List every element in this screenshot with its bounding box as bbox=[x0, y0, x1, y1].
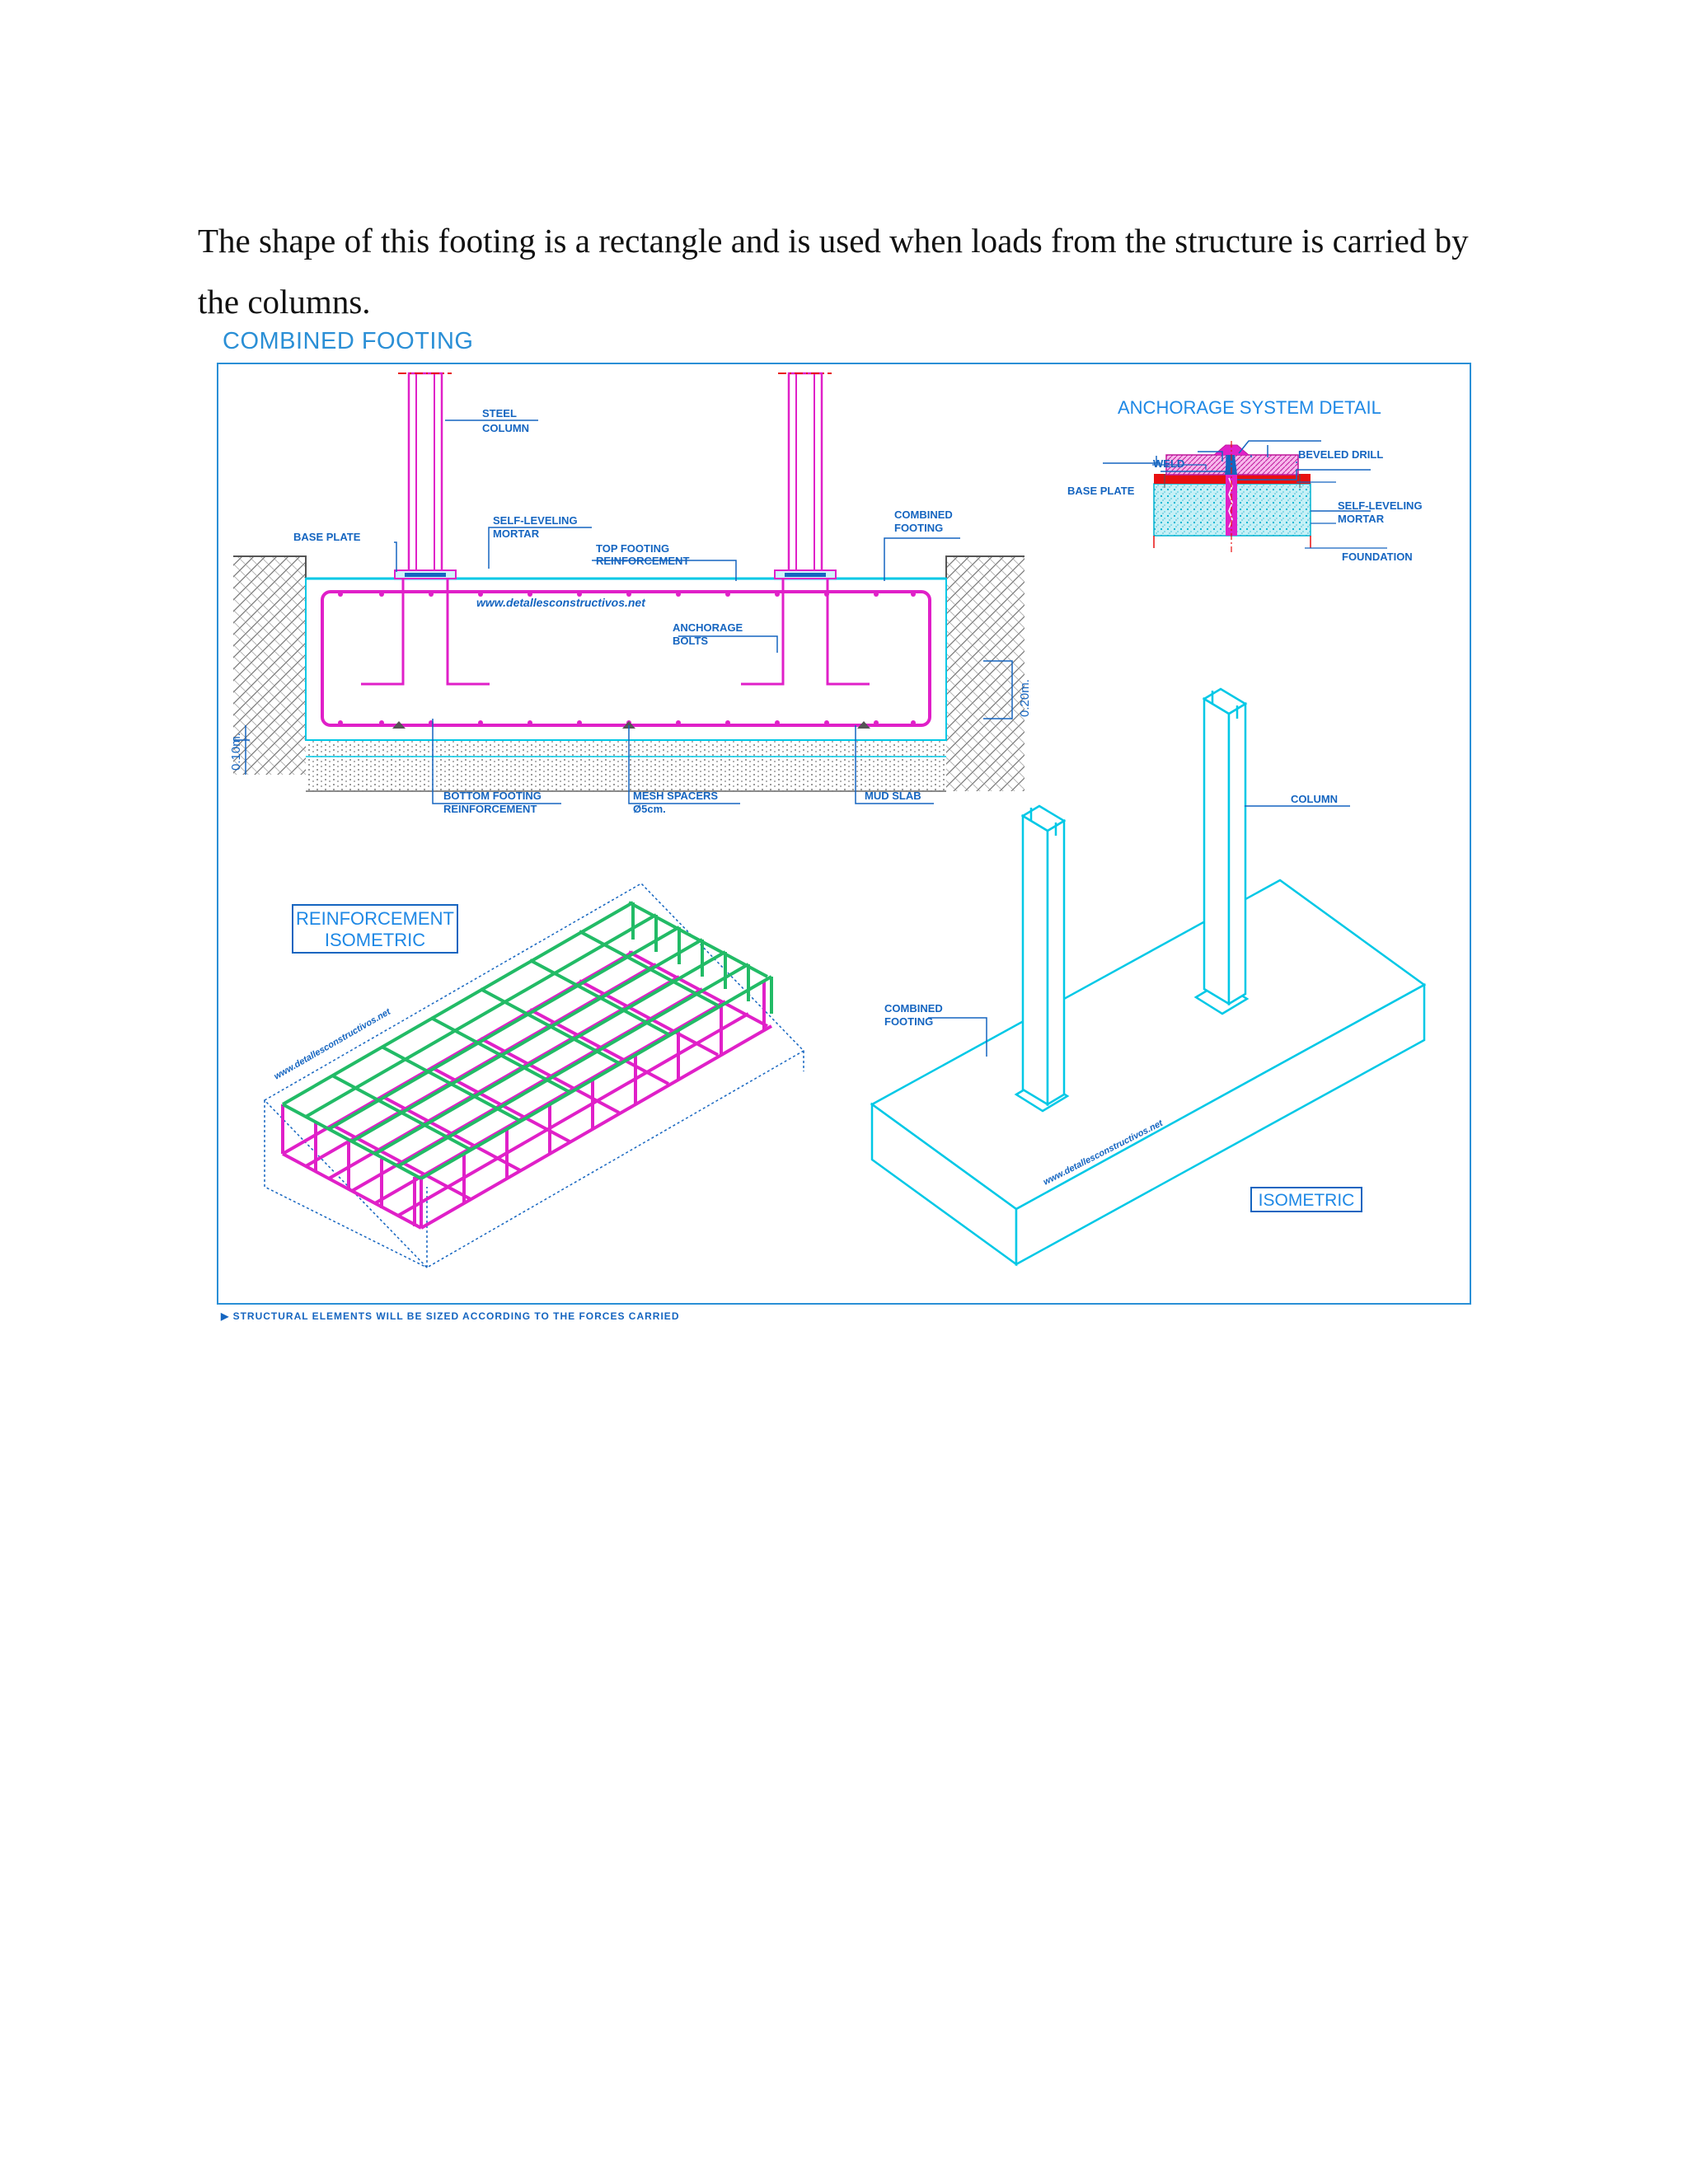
label-steel-column-2: COLUMN bbox=[482, 422, 529, 434]
label-bottom-reinf-1: BOTTOM FOOTING bbox=[443, 790, 542, 802]
anchorage-weld: WELD bbox=[1153, 457, 1184, 470]
frame-border bbox=[217, 363, 1471, 1305]
iso-column-label: COLUMN bbox=[1291, 793, 1338, 805]
label-top-reinf-1: TOP FOOTING bbox=[596, 542, 669, 555]
reinf-iso-title-1: REINFORCEMENT bbox=[296, 908, 454, 929]
label-combined-footing-1: COMBINED bbox=[894, 509, 953, 521]
label-anchorage-bolts-2: BOLTS bbox=[673, 635, 708, 647]
anchorage-beveled-drill: BEVELED DRILL bbox=[1298, 448, 1383, 461]
figure-frame: STEEL COLUMN BASE PLATE SELF-LEVELING MO… bbox=[217, 363, 1471, 1305]
label-mesh-spacers-2: Ø5cm. bbox=[633, 803, 666, 815]
iso-combined-footing-1: COMBINED bbox=[884, 1002, 943, 1015]
triangle-icon: ▶ bbox=[221, 1310, 230, 1322]
footing-isometric bbox=[870, 687, 1427, 1267]
reinf-iso-title-2: ISOMETRIC bbox=[325, 930, 425, 950]
iso-title: ISOMETRIC bbox=[1259, 1191, 1355, 1210]
label-top-reinf-2: REINFORCEMENT bbox=[596, 555, 689, 567]
anchorage-base-plate: BASE PLATE bbox=[1067, 485, 1135, 497]
dim-020: 0.20m. bbox=[1018, 679, 1032, 717]
footer-note: ▶ STRUCTURAL ELEMENTS WILL BE SIZED ACCO… bbox=[221, 1310, 679, 1322]
label-self-leveling-2: MORTAR bbox=[493, 527, 540, 540]
reinf-iso-website: www.detallesconstructivos.net bbox=[273, 1006, 394, 1082]
anchorage-self-leveling-2: MORTAR bbox=[1338, 513, 1385, 525]
intro-paragraph: The shape of this footing is a rectangle… bbox=[198, 222, 1469, 321]
combined-footing-drawing: STEEL COLUMN BASE PLATE SELF-LEVELING MO… bbox=[217, 363, 1471, 1305]
dim-010: 0.10m. bbox=[229, 733, 243, 771]
label-anchorage-bolts-1: ANCHORAGE bbox=[673, 621, 743, 634]
label-base-plate: BASE PLATE bbox=[293, 531, 361, 543]
label-mud-slab: MUD SLAB bbox=[865, 790, 921, 802]
label-combined-footing-2: FOOTING bbox=[894, 522, 943, 534]
iso-combined-footing-2: FOOTING bbox=[884, 1015, 933, 1028]
section-website: www.detallesconstructivos.net bbox=[476, 596, 646, 609]
figure-title: COMBINED FOOTING bbox=[223, 328, 474, 354]
label-self-leveling-1: SELF-LEVELING bbox=[493, 514, 578, 527]
footer-note-text: STRUCTURAL ELEMENTS WILL BE SIZED ACCORD… bbox=[232, 1310, 680, 1322]
reinforcement-isometric: REINFORCEMENT ISOMETRIC www.detallescons… bbox=[263, 883, 805, 1268]
anchorage-title: ANCHORAGE SYSTEM DETAIL bbox=[1118, 397, 1381, 418]
anchorage-detail: ANCHORAGE SYSTEM DETAIL WELD BEVELED DRI… bbox=[1067, 397, 1423, 563]
anchorage-self-leveling-1: SELF-LEVELING bbox=[1338, 499, 1423, 512]
iso-title-box bbox=[1250, 1187, 1362, 1212]
label-mesh-spacers-1: MESH SPACERS bbox=[633, 790, 718, 802]
label-bottom-reinf-2: REINFORCEMENT bbox=[443, 803, 537, 815]
label-steel-column-1: STEEL bbox=[482, 407, 517, 419]
anchorage-foundation: FOUNDATION bbox=[1342, 551, 1413, 563]
section-view: STEEL COLUMN BASE PLATE SELF-LEVELING MO… bbox=[229, 372, 1032, 815]
